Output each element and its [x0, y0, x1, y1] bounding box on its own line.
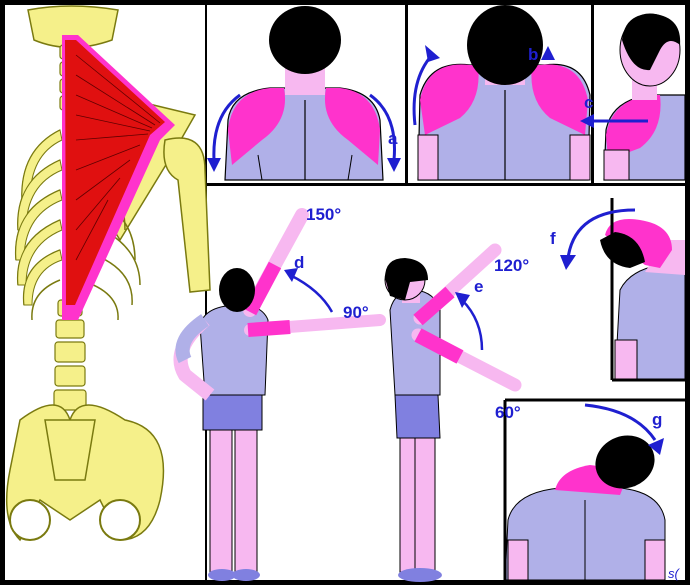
label-f: f [550, 229, 556, 248]
label-g: g [652, 410, 662, 429]
figure-c [604, 14, 685, 180]
angle-150: 150° [306, 205, 341, 224]
arrow-e [455, 292, 482, 350]
label-c: c [584, 93, 593, 112]
label-a: a [388, 129, 398, 148]
figure-a [225, 6, 383, 180]
label-b: b [528, 45, 538, 64]
figure-f [600, 198, 685, 380]
figure-d [181, 215, 381, 581]
angle-90: 90° [343, 303, 369, 322]
angle-60: 60° [495, 403, 521, 422]
signature: s( [668, 566, 681, 581]
label-d: d [294, 253, 304, 272]
figure-b [418, 5, 590, 180]
angle-120: 120° [494, 256, 529, 275]
label-e: e [474, 277, 483, 296]
arrow-d [284, 268, 332, 312]
